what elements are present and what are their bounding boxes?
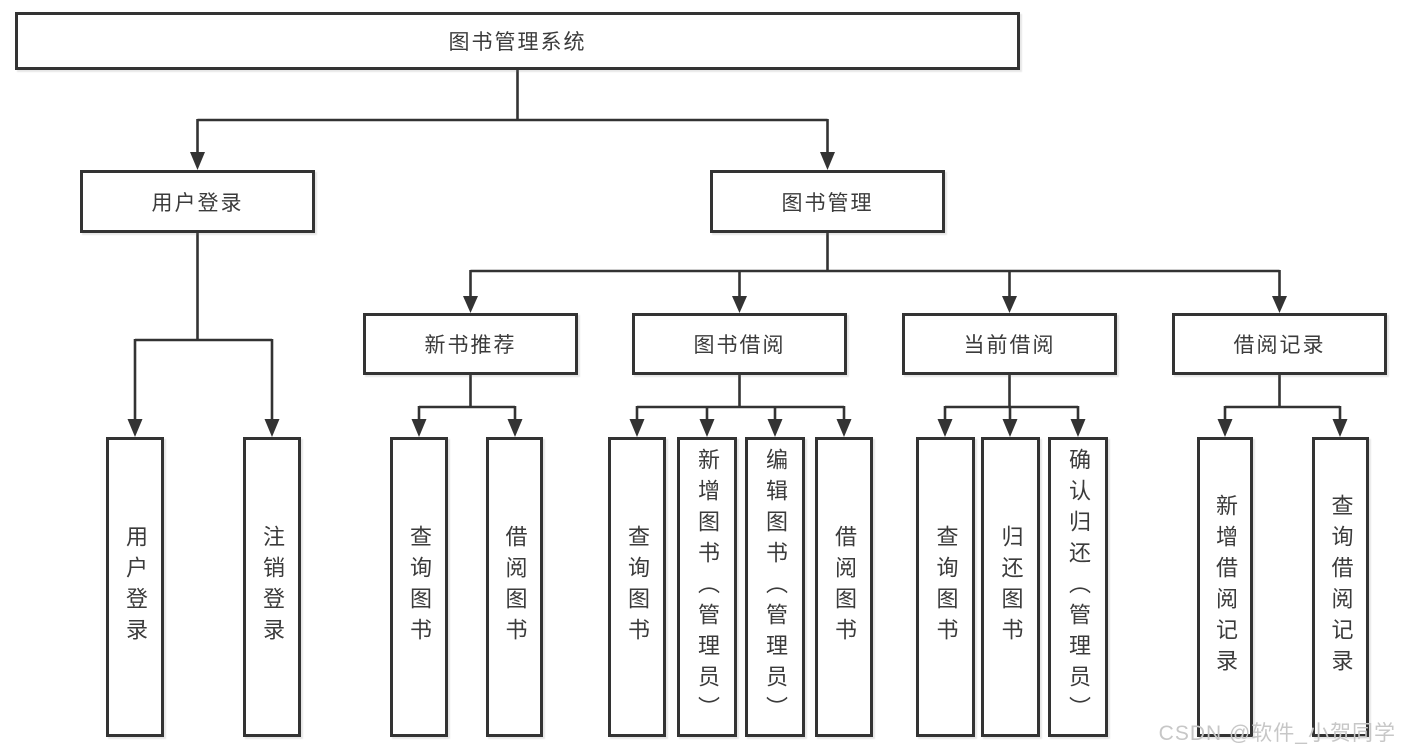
- node-leaf-add-borrow-record: 新增借阅记录: [1197, 437, 1253, 737]
- node-leaf-edit-book-admin: 编辑图书（管理员）: [745, 437, 805, 737]
- node-new-book-recommend: 新书推荐: [363, 313, 578, 375]
- node-leaf-query-books-recommend: 查询图书: [390, 437, 448, 737]
- node-borrow-records: 借阅记录: [1172, 313, 1387, 375]
- node-current-borrow: 当前借阅: [902, 313, 1117, 375]
- node-leaf-confirm-return-admin: 确认归还（管理员）: [1048, 437, 1108, 737]
- node-book-borrow: 图书借阅: [632, 313, 847, 375]
- node-leaf-borrow-books: 借阅图书: [815, 437, 873, 737]
- node-leaf-query-books-current: 查询图书: [916, 437, 975, 737]
- csdn-watermark: CSDN @软件_小贺同学: [1158, 722, 1396, 745]
- node-leaf-return-book: 归还图书: [981, 437, 1040, 737]
- node-leaf-logout: 注销登录: [243, 437, 301, 737]
- node-user-login: 用户登录: [80, 170, 315, 233]
- node-leaf-query-books-borrow: 查询图书: [608, 437, 666, 737]
- node-leaf-query-borrow-record: 查询借阅记录: [1312, 437, 1369, 737]
- node-library-management-system: 图书管理系统: [15, 12, 1020, 70]
- node-book-management: 图书管理: [710, 170, 945, 233]
- node-leaf-borrow-books-recommend: 借阅图书: [486, 437, 543, 737]
- node-leaf-add-book-admin: 新增图书（管理员）: [677, 437, 737, 737]
- node-leaf-user-login: 用户登录: [106, 437, 164, 737]
